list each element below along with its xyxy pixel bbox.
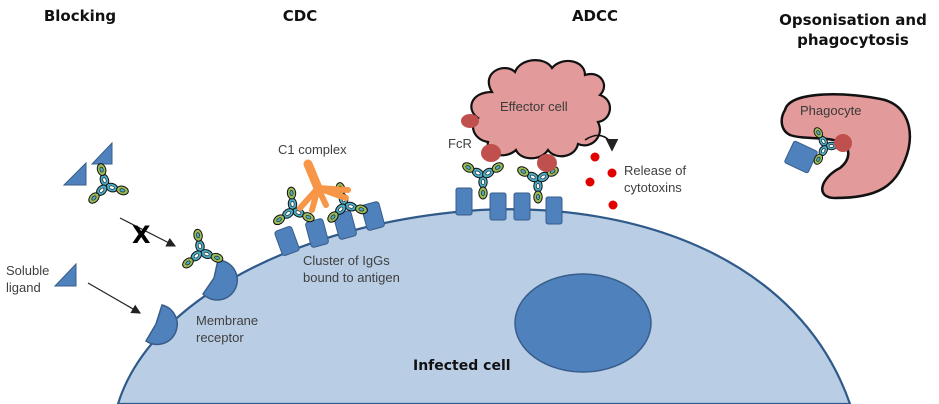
ligand-icon [62, 161, 87, 186]
label-phagocyte: Phagocyte [800, 103, 862, 118]
antigen-icon [274, 226, 300, 256]
header-blocking: Blocking [43, 7, 117, 25]
fcr-icon [834, 134, 852, 152]
label-release-cytotoxins: Release of cytotoxins [624, 163, 687, 195]
c1-complex-icon [297, 159, 351, 213]
ligand-icon [90, 141, 113, 165]
arrow-ligand [87, 282, 142, 314]
antigen-icon [513, 192, 531, 221]
membrane-receptor-icon [202, 259, 238, 301]
antigen-icon [489, 192, 507, 221]
fcr-icon [461, 114, 479, 128]
label-effector-cell: Effector cell [500, 99, 568, 114]
cytotoxin-dot [608, 200, 618, 210]
cdc-panel [269, 159, 385, 256]
cytotoxin-dot [590, 152, 600, 162]
cytotoxin-dot [607, 168, 617, 178]
blocking-panel: X [53, 141, 238, 346]
label-soluble-ligand: Soluble ligand [6, 263, 50, 295]
antibody-icon [269, 185, 316, 227]
fcr-icon [537, 154, 557, 172]
soluble-ligand-icon [53, 262, 77, 287]
label-membrane-receptor: Membrane receptor [196, 313, 259, 345]
arrow-blocked [119, 217, 177, 247]
antigen-icon [545, 196, 563, 225]
fcr-icon [481, 144, 501, 162]
antigen-icon [784, 140, 818, 174]
label-cluster-igg: Cluster of IgGs bound to antigen [303, 253, 400, 285]
label-c1-complex: C1 complex [278, 142, 347, 157]
empty-receptor-icon [144, 304, 178, 346]
cell-membrane [116, 208, 852, 404]
header-cdc: CDC [282, 7, 318, 25]
cytotoxin-dot [585, 177, 595, 187]
header-opsonisation: Opsonisation and phagocytosis [779, 11, 927, 49]
infected-cell [116, 208, 852, 404]
release-arrow [584, 134, 619, 152]
label-fcr: FcR [448, 136, 472, 151]
cell-nucleus [514, 273, 652, 373]
effector-cell-icon [470, 59, 611, 160]
antibody-icon [79, 158, 131, 206]
blocked-x-mark: X [132, 221, 151, 249]
antigen-icon [455, 187, 473, 216]
header-adcc: ADCC [571, 7, 619, 25]
opsonisation-panel [780, 93, 912, 200]
label-infected-cell: Infected cell [413, 358, 511, 374]
adcc-panel [455, 59, 619, 225]
